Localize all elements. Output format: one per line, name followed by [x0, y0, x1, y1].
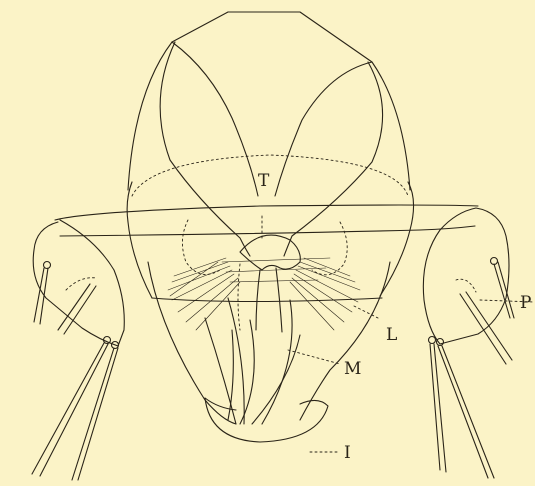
label-l: L [386, 325, 397, 345]
leader-lines [288, 300, 534, 452]
transverse-band [55, 205, 478, 236]
label-p: P [520, 293, 531, 313]
right-palp [423, 208, 514, 478]
label-m: M [344, 359, 361, 379]
left-palp [32, 220, 124, 480]
label-i: I [344, 443, 351, 463]
label-t: T [258, 171, 270, 191]
head-capsule [127, 12, 413, 298]
lower-capsule [148, 220, 390, 442]
